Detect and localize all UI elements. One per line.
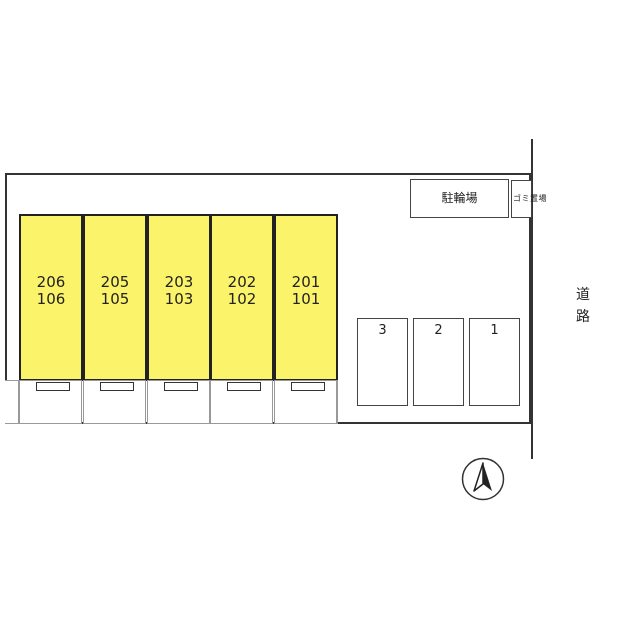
garbage-area <box>511 180 532 218</box>
porch-area <box>83 380 146 424</box>
unit-202-102: 202 102 <box>210 214 274 381</box>
entry-step <box>100 382 134 391</box>
entry-step <box>164 382 198 391</box>
unit-lower-number: 103 <box>164 290 194 308</box>
unit-203-103: 203 103 <box>147 214 211 381</box>
porch-area <box>5 380 19 424</box>
unit-upper-number: 205 <box>100 273 130 291</box>
unit-upper-number: 206 <box>36 273 66 291</box>
road-edge-line <box>531 139 533 459</box>
entry-step <box>227 382 261 391</box>
entry-step <box>291 382 325 391</box>
unit-lower-number: 101 <box>291 290 321 308</box>
bicycle-parking: 駐輪場 <box>410 179 509 218</box>
unit-lower-number: 106 <box>36 290 66 308</box>
unit-lower-number: 102 <box>227 290 257 308</box>
unit-upper-number: 202 <box>227 273 257 291</box>
entry-step <box>36 382 70 391</box>
road-label-char-1: 道 <box>576 287 590 303</box>
unit-201-101: 201 101 <box>274 214 338 381</box>
north-arrow-icon <box>461 457 505 501</box>
unit-lower-number: 105 <box>100 290 130 308</box>
unit-206-106: 206 106 <box>19 214 83 381</box>
porch-area <box>19 380 82 424</box>
unit-upper-number: 201 <box>291 273 321 291</box>
road-label-char-2: 路 <box>576 309 590 325</box>
parking-space-1: 1 <box>469 318 520 406</box>
unit-upper-number: 203 <box>164 273 194 291</box>
porch-divider <box>337 380 338 424</box>
unit-205-105: 205 105 <box>83 214 147 381</box>
parking-space-3: 3 <box>357 318 408 406</box>
parking-space-2: 2 <box>413 318 464 406</box>
garbage-area-label: ゴミ置場 <box>513 194 547 203</box>
